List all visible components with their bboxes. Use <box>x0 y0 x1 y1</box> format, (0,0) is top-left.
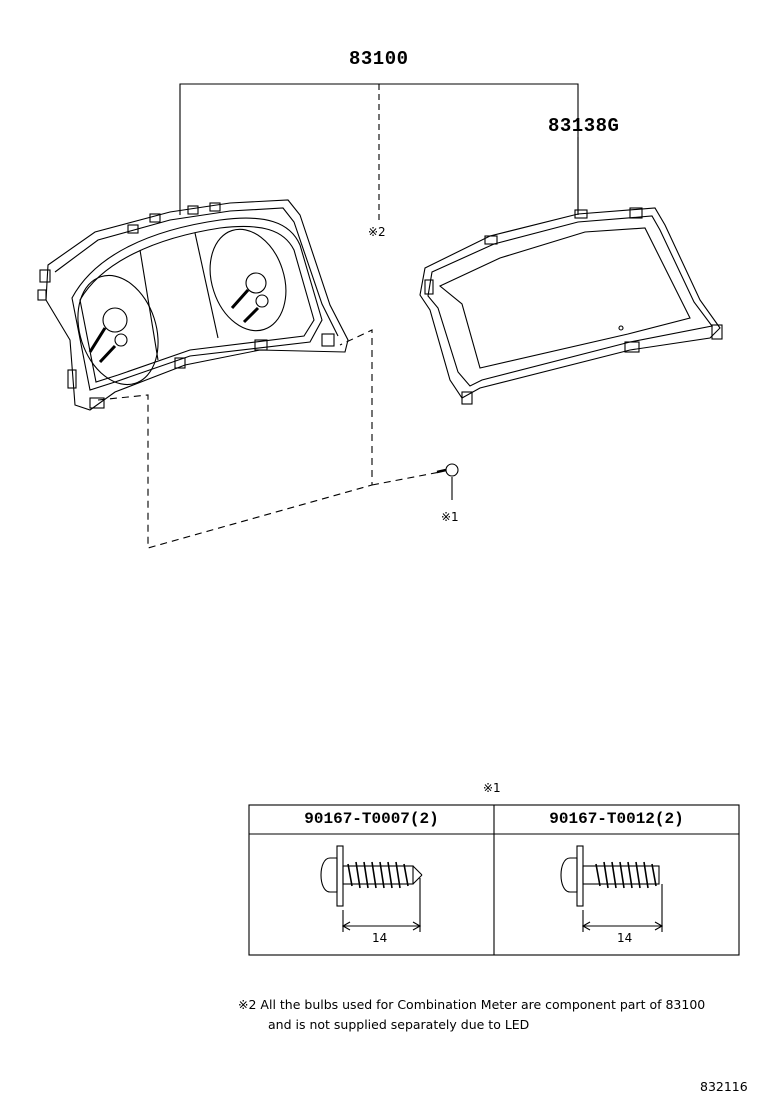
table-marker: ※1 <box>483 781 501 795</box>
dimension-label-2: 14 <box>617 931 633 945</box>
leader-83100 <box>179 83 579 222</box>
callout-83138g: 83138G <box>548 115 620 137</box>
meter-glass-drawing <box>419 207 723 405</box>
marker-1-label: ※1 <box>441 510 459 524</box>
fastener-table-frame <box>248 804 740 956</box>
dimension-label-1: 14 <box>372 931 388 945</box>
callout-83100: 83100 <box>349 48 409 70</box>
screw-drawing <box>436 463 459 500</box>
footnote-marker: ※2 <box>238 997 257 1012</box>
combination-meter-drawing <box>37 199 349 411</box>
footnote-text-1: All the bulbs used for Combination Meter… <box>260 997 706 1012</box>
mounting-guide <box>97 329 373 549</box>
part-number-90167-t0012: 90167-T0012(2) <box>549 810 684 828</box>
footnote-line-1: ※2 All the bulbs used for Combination Me… <box>238 995 705 1015</box>
screw-1-drawing <box>320 845 423 932</box>
screw-2-drawing <box>560 845 664 932</box>
marker-2-label: ※2 <box>368 225 386 239</box>
part-number-90167-t0007: 90167-T0007(2) <box>304 810 439 828</box>
footnote-line-2: and is not supplied separately due to LE… <box>268 1017 530 1032</box>
illustration-id: 832116 <box>700 1079 748 1094</box>
